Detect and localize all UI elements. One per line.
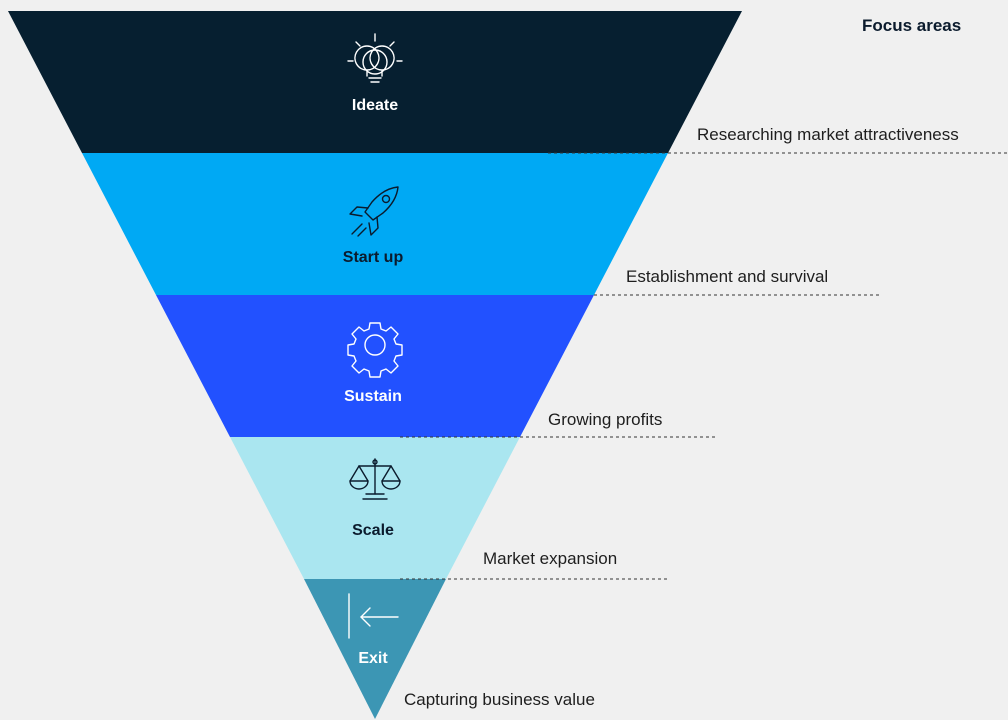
stage-band-sustain	[156, 295, 594, 437]
focus-area-3: Growing profits	[548, 410, 663, 429]
exit-arrow-icon	[348, 593, 399, 639]
focus-areas-heading: Focus areas	[862, 16, 962, 35]
rocket-icon	[349, 186, 399, 237]
stage-band-start-up	[82, 153, 668, 295]
stage-band-exit	[304, 579, 446, 719]
focus-area-1: Researching market attractiveness	[697, 125, 959, 144]
stage-band-scale	[230, 437, 520, 579]
focus-area-5: Capturing business value	[404, 690, 595, 709]
focus-area-2: Establishment and survival	[626, 267, 829, 286]
balance-scale-icon	[349, 458, 401, 500]
lightbulb-icon	[347, 33, 403, 83]
gear-icon	[347, 322, 403, 378]
stage-label-scale: Scale	[352, 522, 394, 539]
stage-label-exit: Exit	[358, 650, 388, 667]
focus-area-4: Market expansion	[483, 549, 618, 568]
stage-label-start-up: Start up	[342, 249, 404, 266]
stage-label-sustain: Sustain	[344, 388, 402, 405]
stage-label-ideate: Ideate	[351, 97, 399, 114]
